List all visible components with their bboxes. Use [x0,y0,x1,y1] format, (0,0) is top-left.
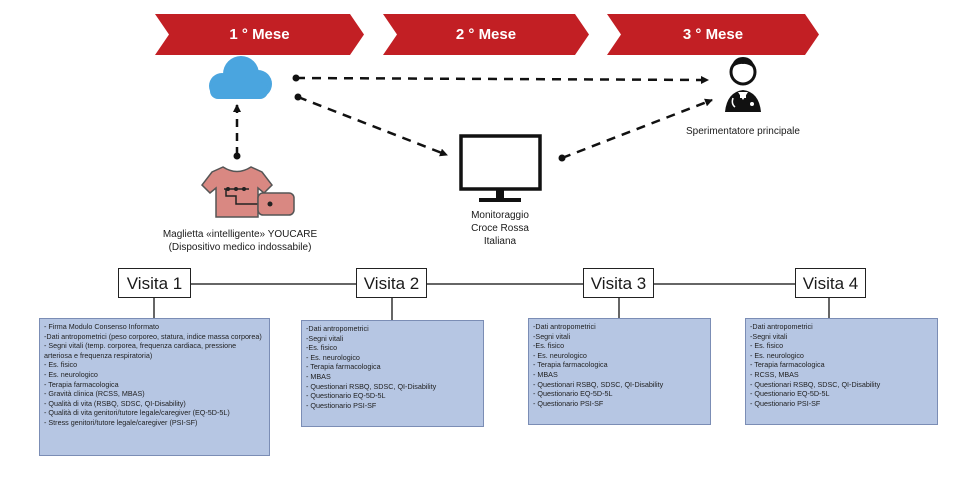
visit-3-item: -Dati antropometrici [533,322,596,331]
visit-3-item: - Questionario PSI-SF [533,398,604,408]
visit-4-item: -Segni vitali [750,331,788,341]
month-label-3: 3 ° Mese [682,26,744,43]
visit-1-item: - Firma Modulo Consenso Informato [44,322,160,331]
visit-4-item: - Questionari RSBQ, SDSC, QI-Disability [750,379,881,389]
month-banner-1 [155,14,364,55]
monitor-to-researcher-arrow [561,98,713,160]
visit-1-item: - Segni vitali (temp. corporea, frequenz… [44,341,237,360]
visit-2-item: -Es. fisico [306,343,338,353]
monitor-caption-line-3: Italiana [483,236,517,247]
cloud-connector-dot-bottom [294,93,302,101]
visit-2-item: -Segni vitali [306,333,344,343]
visit-3-item: -Segni vitali [533,331,571,341]
visit-3-item: - Questionario EQ-5D-5L [533,389,613,399]
month-label-2: 2 ° Mese [455,26,517,43]
month-banner-3 [607,14,819,55]
visit-3-item: - Es. neurologico [533,350,587,360]
visit-1-details: - Firma Modulo Consenso Informato -Dati … [39,318,270,456]
visit-3-label: Visita 3 [583,268,654,298]
visit-2-details: -Dati antropometrici -Segni vitali -Es. … [301,320,484,427]
shirt-caption-line-1: Maglietta «intelligente» YOUCARE [162,229,318,240]
visit-4-item: - Es. fisico [750,341,784,351]
visit-1-item: - Terapia farmacologica [44,379,119,389]
visit-4-item: - Questionario EQ-5D-5L [750,389,830,399]
shirt-connector-dot [233,152,241,160]
monitor-caption: Monitoraggio Croce Rossa Italiana [450,209,550,248]
visit-2-item: - Questionario PSI-SF [306,400,377,410]
monitor-icon [459,134,542,202]
visit-3-item: - MBAS [533,369,558,379]
visit-2-item: - MBAS [306,371,331,381]
visit-1-item: - Gravità clinica (RCSS, MBAS) [44,389,145,399]
shirt-caption-line-2: (Dispositivo medico indossabile) [168,242,312,253]
visit-4-item: - RCSS, MBAS [750,369,799,379]
cloud-to-researcher-arrow [295,75,709,84]
monitor-connector-dot [558,154,566,162]
monitor-caption-line-2: Croce Rossa [471,223,529,234]
cloud-connector-dot-top [292,74,300,82]
visit-3-item: -Es. fisico [533,341,565,351]
visit-2-item: - Terapia farmacologica [306,362,381,372]
visit-4-item: - Questionario PSI-SF [750,398,821,408]
month-label-1: 1 ° Mese [229,26,290,43]
visit-4-item: - Terapia farmacologica [750,360,825,370]
shirt-caption: Maglietta «intelligente» YOUCARE (Dispos… [140,228,340,254]
cloud-icon [209,56,272,99]
visit-2-item: - Es. neurologico [306,352,360,362]
doctor-icon [725,57,761,112]
visit-1-label: Visita 1 [118,268,191,298]
visit-2-item: -Dati antropometrici [306,324,369,333]
monitor-caption-line-1: Monitoraggio [471,210,529,221]
month-banner-2 [383,14,589,55]
visit-4-item: -Dati antropometrici [750,322,813,331]
visit-4-label: Visita 4 [795,268,866,298]
visit-2-item: - Questionario EQ-5D-5L [306,391,386,401]
visit-4-item: - Es. neurologico [750,350,804,360]
visit-1-item: -Dati antropometrici (peso corporeo, sta… [44,331,262,341]
researcher-caption: Sperimentatore principale [686,126,800,137]
visit-1-item: - Stress genitori/tutore legale/caregive… [44,417,198,427]
smart-shirt-icon [201,166,295,218]
visit-2-item: - Questionari RSBQ, SDSC, QI-Disability [306,381,437,391]
visit-3-details: -Dati antropometrici -Segni vitali -Es. … [528,318,711,425]
cloud-to-monitor-arrow [297,95,448,157]
visit-1-item: - Qualità di vita (RSBQ, SDSC, QI-Disabi… [44,398,186,408]
visit-1-item: - Qualità di vita genitori/tutore legale… [44,408,230,418]
visit-4-details: -Dati antropometrici -Segni vitali - Es.… [745,318,938,425]
visit-3-item: - Terapia farmacologica [533,360,608,370]
visit-2-label: Visita 2 [356,268,427,298]
visit-3-item: - Questionari RSBQ, SDSC, QI-Disability [533,379,664,389]
visit-1-item: - Es. fisico [44,360,78,370]
visit-1-item: - Es. neurologico [44,369,98,379]
